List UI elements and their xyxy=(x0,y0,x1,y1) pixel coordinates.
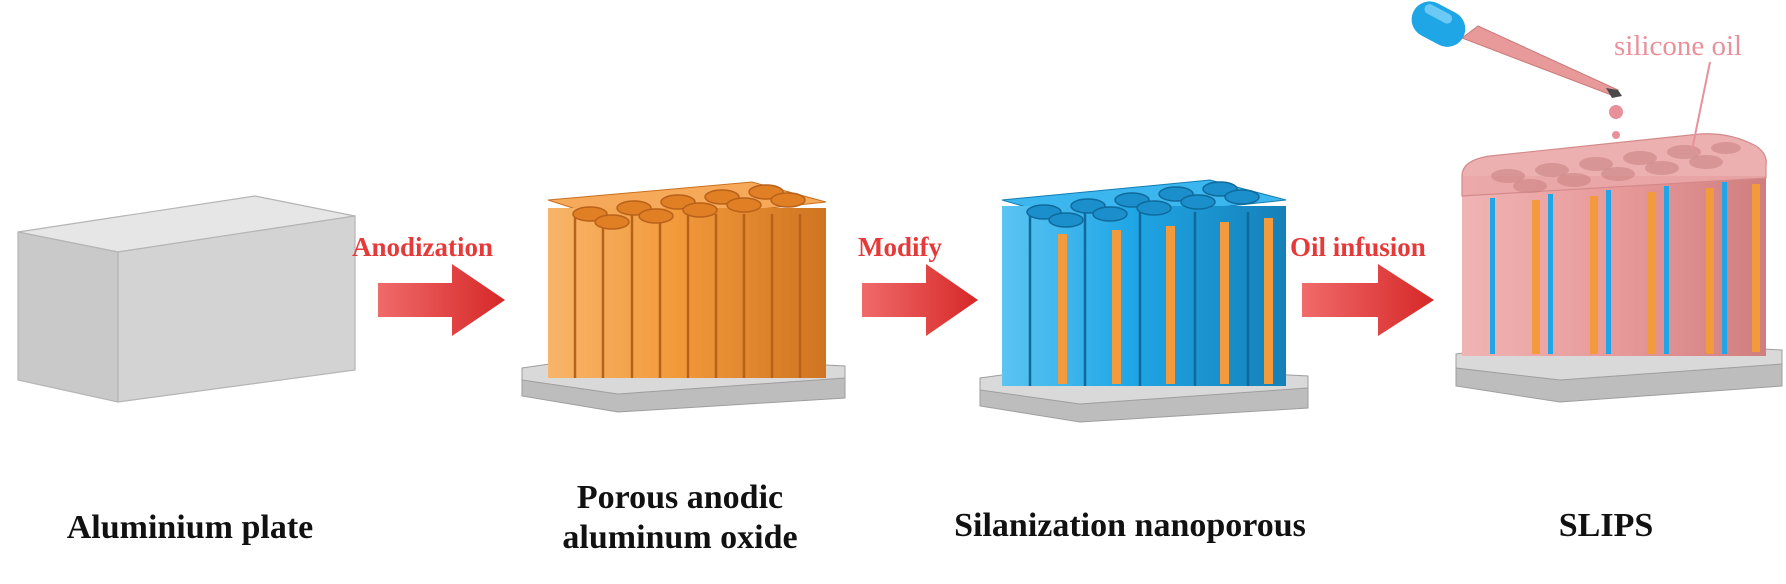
caption-slips: SLIPS xyxy=(1506,506,1706,546)
caption-silanization: Silanization nanoporous xyxy=(930,506,1330,546)
caption-line: Silanization nanoporous xyxy=(954,507,1306,544)
porous-alumina-block xyxy=(521,181,846,413)
caption-porous-alumina: Porous anodic aluminum oxide xyxy=(520,478,840,558)
caption-aluminium-plate: Aluminium plate xyxy=(30,508,350,548)
arrow-oil-infusion xyxy=(1302,264,1434,336)
silanized-nanoporous-block xyxy=(979,179,1309,423)
dropper-icon xyxy=(1411,1,1622,98)
arrow-label-oil-infusion: Oil infusion xyxy=(1290,232,1426,262)
caption-line: Aluminium plate xyxy=(66,509,314,546)
arrow-label-modify: Modify xyxy=(858,232,942,262)
silicone-oil-label: silicone oil xyxy=(1614,30,1743,62)
arrow-label-anodization: Anodization xyxy=(352,232,494,262)
silicone-oil-leader-line xyxy=(1691,61,1711,151)
aluminium-plate-block xyxy=(17,195,356,403)
slips-block xyxy=(1455,133,1783,403)
caption-line: SLIPS xyxy=(1558,507,1654,544)
arrow-anodization xyxy=(378,264,505,336)
caption-line: Porous anodic xyxy=(576,479,784,516)
caption-line: aluminum oxide xyxy=(562,519,798,556)
arrow-modify xyxy=(862,264,978,336)
oil-droplets xyxy=(1609,105,1623,139)
